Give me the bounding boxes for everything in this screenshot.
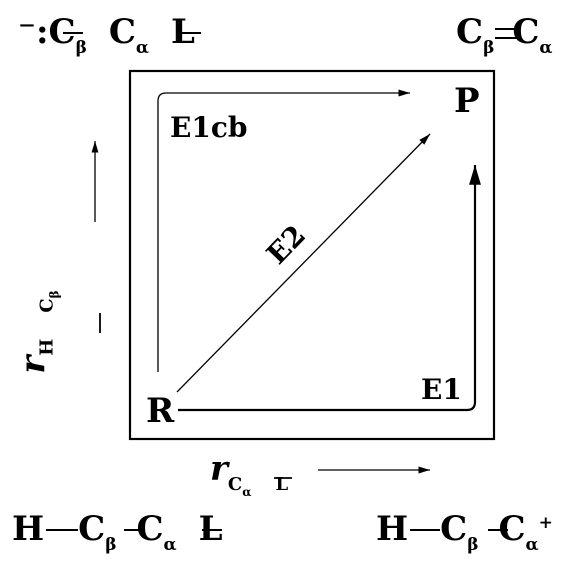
e2-path-arrow [176,133,431,393]
x-axis-c: C [227,474,243,495]
product-node-label: P [454,81,480,121]
carbon-beta: C [456,12,484,52]
hydrogen: H [376,509,409,549]
x-axis-label: rCα L [210,449,288,498]
carbon-alpha: C [512,12,540,52]
beta-subscript: β [467,535,479,555]
y-axis-h: H [36,338,58,356]
alpha-subscript: α [525,535,539,555]
alpha-subscript: α [539,38,553,58]
beta-subscript: β [105,535,117,555]
carbon-alpha: C [136,509,164,549]
alpha-subscript: α [135,38,150,58]
beta-subscript: β [483,38,495,58]
e1-path-label: E1 [421,373,462,406]
positive-charge: + [538,513,553,533]
x-axis-r: r [210,449,228,489]
x-axis-l: L [275,474,289,495]
carbon-beta: C [48,12,76,52]
y-axis-c: C [36,298,58,313]
e1-path-arrow [178,165,481,412]
reactant-node-label: R [146,391,175,431]
carbon-alpha: C [498,509,526,549]
alpha-subscript: α [163,535,177,555]
lone-pair-charge: ⁻: [18,12,49,52]
hydrogen: H [12,509,45,549]
beta-subscript: β [75,38,87,58]
e1cb-path-arrow [157,89,410,372]
y-axis-r: r [13,355,54,374]
x-axis-alpha: α [242,485,252,499]
y-axis-label: rH Cβ [13,290,62,374]
e1cb-path-label: E1cb [170,111,248,144]
carbon-beta: C [78,509,106,549]
carbon-beta: C [440,509,468,549]
y-axis-beta: β [47,290,62,299]
reaction-square [128,69,496,441]
leaving-group: L [198,509,223,549]
carbon-alpha: C [108,12,136,52]
leaving-group: L [171,12,195,52]
